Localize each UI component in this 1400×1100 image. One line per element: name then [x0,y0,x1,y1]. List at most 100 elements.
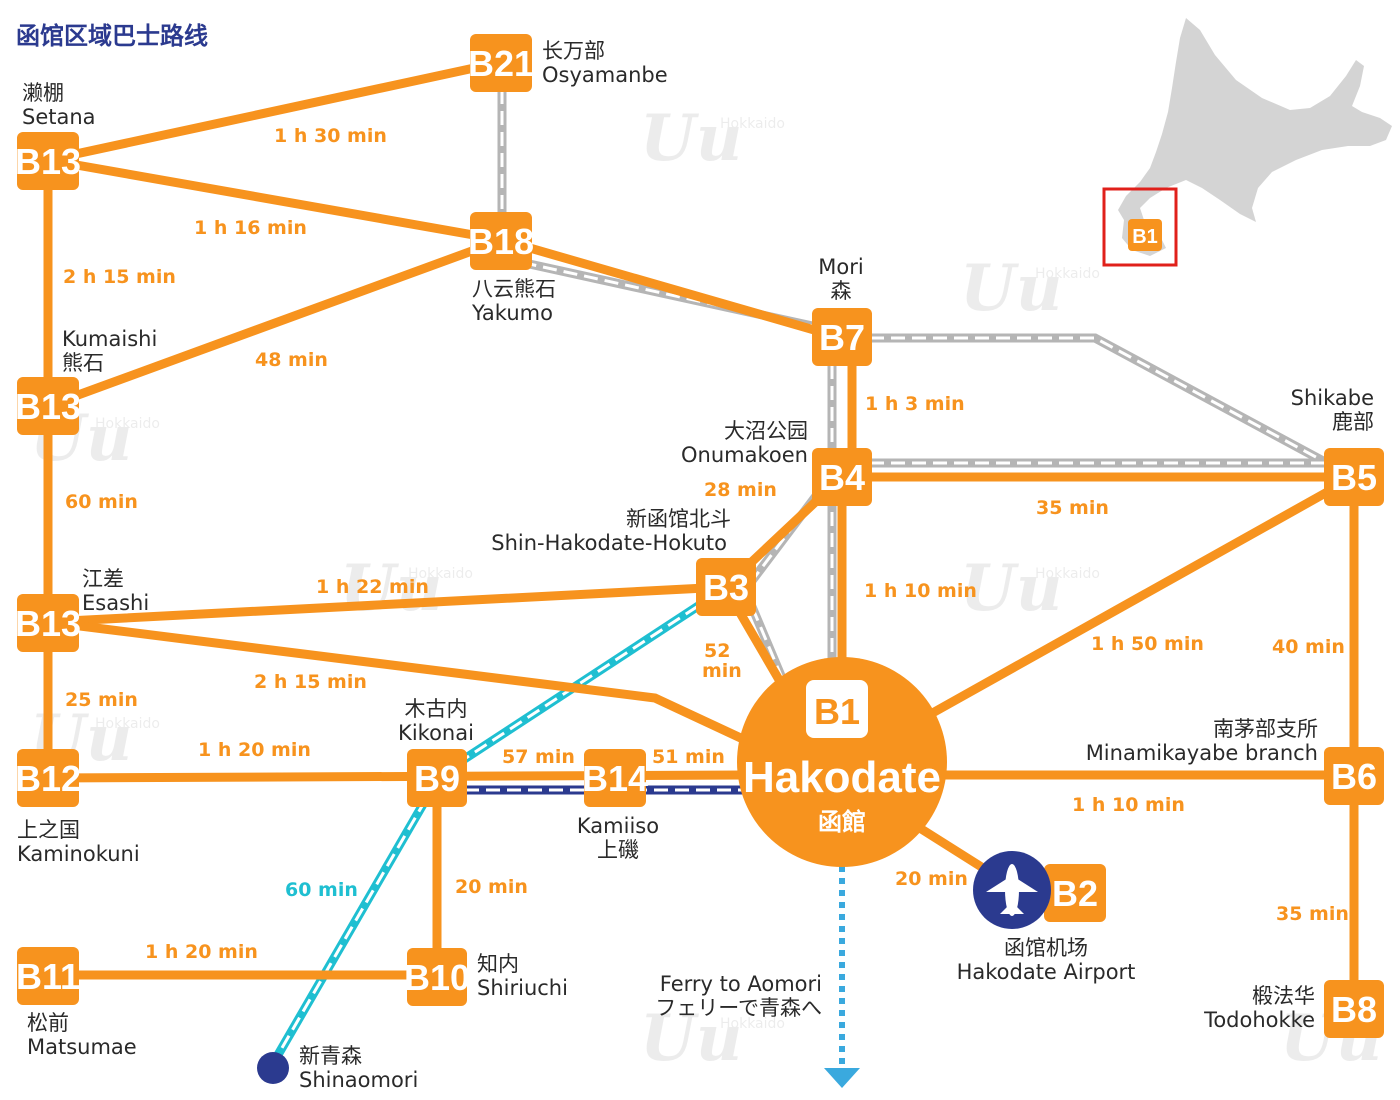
label-b18-en: Yakumo [471,301,553,325]
ferry-route [824,866,860,1088]
inset-b1-badge [1128,219,1162,251]
label-b9-en: Kikonai [398,721,474,745]
time-setana-kumaishi: 2 h 15 min [63,266,176,288]
station-badges: B21 B13 B18 B13 B7 B4 B5 B3 [15,34,1384,1084]
station-code: B13 [15,386,81,427]
station-b13-setana[interactable]: B13 [15,132,81,190]
ferry-arrow-icon [824,1068,860,1088]
watermark-text: Hokkaido [1035,266,1100,282]
label-b2-en: Hakodate Airport [957,960,1136,984]
bus-b5-b1 [915,472,1359,725]
time-kumaishi-esashi: 60 min [65,491,138,513]
station-b14[interactable]: B14 [582,749,648,807]
label-esashi-en: Esashi [82,591,149,615]
station-b21[interactable]: B21 [468,34,534,92]
station-b9[interactable]: B9 [407,749,467,807]
label-kumaishi-en: Kumaishi [62,327,157,351]
label-b4-cn: 大沼公园 [724,419,808,443]
watermark-text: Hokkaido [1035,566,1100,582]
station-code: B7 [819,317,865,358]
label-b4-en: Onumakoen [681,443,808,467]
station-b13-kumaishi[interactable]: B13 [15,377,81,435]
travel-times: 1 h 30 min 1 h 16 min 2 h 15 min 48 min … [63,125,1349,963]
station-b4[interactable]: B4 [812,448,872,506]
label-b8-cn: 椴法华 [1252,984,1315,1008]
station-code: B6 [1331,756,1377,797]
station-code: B18 [468,221,534,262]
time-b9-b14: 57 min [502,746,575,768]
station-b8[interactable]: B8 [1324,980,1384,1038]
label-b21-cn: 长万部 [542,39,605,63]
station-b3[interactable]: B3 [696,558,756,616]
label-b3-cn: 新函馆北斗 [626,507,731,531]
label-b11-en: Matsumae [27,1035,137,1059]
time-b12-b9: 1 h 20 min [198,739,311,761]
station-code: B5 [1331,457,1377,498]
label-b12-cn: 上之国 [17,818,80,842]
bus-b18-b7 [497,235,847,343]
label-b18-cn: 八云熊石 [472,277,556,301]
time-b4-b3: 28 min [704,479,777,501]
label-b11-cn: 松前 [27,1011,69,1035]
watermark-logo: Uu [960,551,1062,626]
label-b9-cn: 木古内 [405,697,468,721]
inset-highlight-frame [1102,187,1178,267]
label-b7-cn: 森 [831,279,852,303]
label-b10-cn: 知内 [477,952,519,976]
station-shinaomori[interactable] [257,1052,289,1084]
station-code: B4 [819,457,865,498]
time-b1-b6: 1 h 10 min [1072,794,1185,816]
label-ferry-ja: フェリーで青森へ [655,996,822,1020]
time-b1-b2: 20 min [895,868,968,890]
station-code: B3 [703,567,749,608]
station-b18[interactable]: B18 [468,212,534,270]
station-code: B13 [15,141,81,182]
time-b5-b6: 40 min [1272,636,1345,658]
station-code: B2 [1052,873,1098,914]
bus-esashi-b1 [43,617,750,745]
time-esashi-b3: 1 h 22 min [316,576,429,598]
label-shinaomori-cn: 新青森 [299,1044,362,1068]
station-b11[interactable]: B11 [16,947,80,1005]
station-code: B11 [16,956,80,997]
shinaomori-dot [257,1052,289,1084]
station-code: B13 [15,603,81,644]
time-esashi-b1: 2 h 15 min [254,671,367,693]
bus-kumaishi-b18 [43,235,507,411]
label-b7-en: Mori [818,255,863,279]
label-b14-en: Kamiiso [577,814,659,838]
station-b7[interactable]: B7 [812,308,872,366]
station-b5[interactable]: B5 [1324,448,1384,506]
station-b12[interactable]: B12 [15,749,81,807]
label-b8-en: Todohokke [1203,1008,1315,1032]
station-b13-esashi[interactable]: B13 [15,594,81,652]
inset-b1-code: B1 [1132,226,1158,248]
watermark-logo: Uu [960,251,1062,326]
label-b6-cn: 南茅部支所 [1213,717,1318,741]
time-b4-b1: 1 h 10 min [864,580,977,602]
watermark-logo: Uu [640,1001,742,1076]
station-code: B9 [414,758,460,799]
time-b3-b1-unit: min [702,660,742,682]
time-b5-b1: 1 h 50 min [1091,633,1204,655]
station-code: B21 [468,43,534,84]
station-code: B12 [15,758,81,799]
watermark-text: Hokkaido [95,416,160,432]
station-labels: 长万部 Osyamanbe 濑棚 Setana 八云熊石 Yakumo Kuma… [17,39,1374,1092]
label-b10-en: Shiriuchi [477,976,568,1000]
watermark-text: Hokkaido [720,116,785,132]
label-setana-en: Setana [22,105,96,129]
hub-hakodate[interactable]: B1 Hakodate 函館 [737,657,947,867]
station-b10[interactable]: B10 [404,948,470,1006]
label-b12-en: Kaminokuni [17,842,140,866]
station-b6[interactable]: B6 [1324,747,1384,805]
station-b2[interactable]: B2 [973,851,1106,929]
hub-name-ja: 函館 [818,808,866,836]
watermark-text: Hokkaido [95,716,160,732]
time-setana-b21: 1 h 30 min [274,125,387,147]
label-b5-cn: 鹿部 [1332,410,1374,434]
hub-name-en: Hakodate [743,753,941,802]
time-b4-b5: 35 min [1036,497,1109,519]
hokkaido-island-shape [1118,18,1392,256]
station-code: B14 [582,758,648,799]
